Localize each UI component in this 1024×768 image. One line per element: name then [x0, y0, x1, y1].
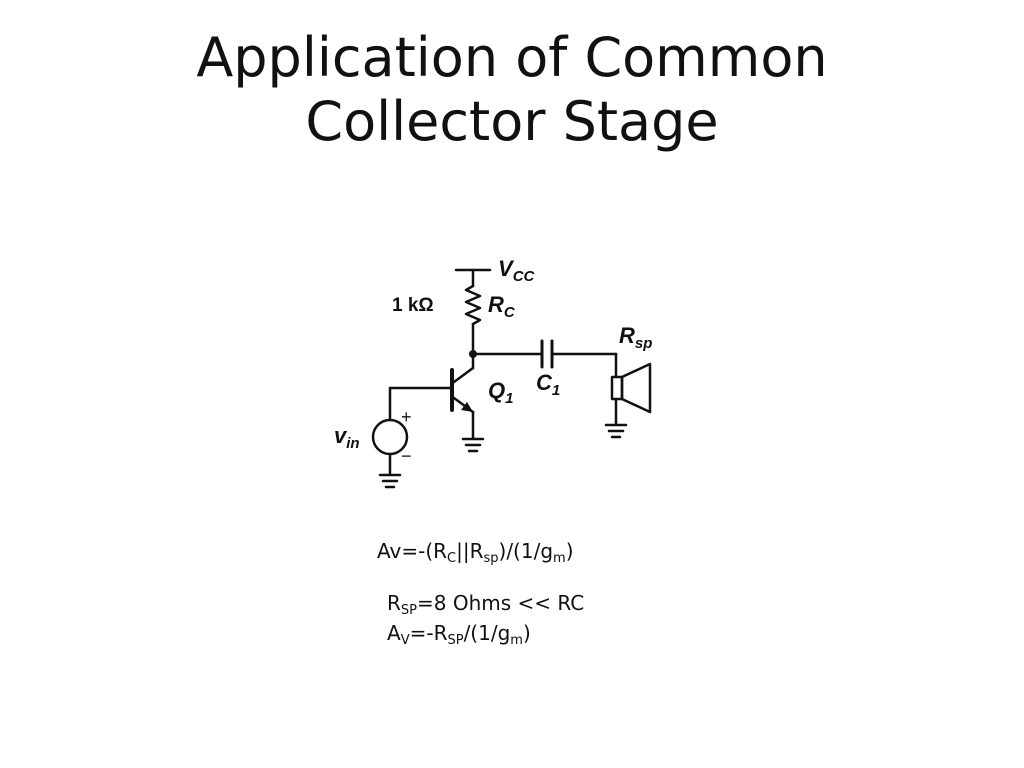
equation-rsp-value: RSP=8 Ohms << RC	[387, 591, 585, 618]
slide-title: Application of Common Collector Stage	[0, 26, 1024, 154]
equation-gain-approx: AV=-RSP/(1/gm)	[387, 621, 531, 648]
speaker-body	[610, 375, 624, 401]
collector-lead	[452, 366, 475, 384]
rc-value-label: 1 kΩ	[392, 295, 434, 316]
vin-minus-sign: −	[401, 446, 412, 466]
rc-label: RC	[488, 292, 516, 321]
rc-resistor	[464, 284, 482, 326]
q1-label: Q1	[488, 378, 513, 407]
slide-title-line-2: Collector Stage	[305, 90, 719, 153]
collector-junction-dot	[469, 350, 477, 358]
emitter-arrow-icon	[461, 402, 473, 412]
common-collector-circuit-diagram: VCC 1 kΩ RC Rsp C1 Q1 vin + −	[334, 256, 652, 489]
rsp-label: Rsp	[619, 323, 652, 352]
equation-gain-general: Av=-(RC||Rsp)/(1/gm)	[377, 539, 574, 566]
ground-emitter-icon	[461, 437, 485, 453]
vin-label: vin	[334, 423, 360, 452]
ground-speaker-icon	[604, 423, 628, 439]
vcc-label: VCC	[498, 256, 536, 285]
slide-title-line-1: Application of Common	[196, 26, 828, 89]
speaker-cone	[620, 362, 652, 414]
vin-plus-sign: +	[401, 407, 412, 427]
ground-vin-icon	[378, 473, 402, 489]
c1-label: C1	[536, 370, 560, 399]
